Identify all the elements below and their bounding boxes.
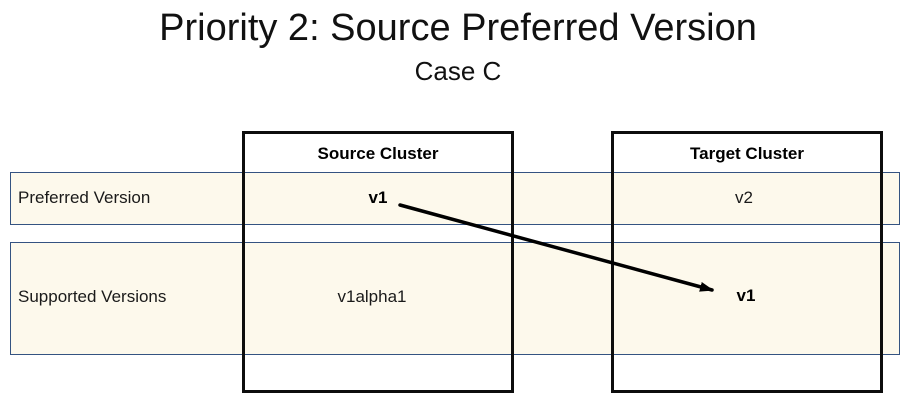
cell-source-supported-version: v1alpha1 bbox=[337, 287, 407, 306]
source-cluster-header: Source Cluster bbox=[317, 144, 439, 163]
cell-source-preferred-version: v1 bbox=[368, 188, 388, 207]
target-cluster-header: Target Cluster bbox=[690, 144, 804, 163]
page-subtitle: Case C bbox=[414, 56, 502, 86]
cell-target-supported-version: v1 bbox=[736, 286, 756, 305]
cell-target-preferred-version: v2 bbox=[735, 188, 753, 207]
source-cluster-box: Source Cluster bbox=[242, 131, 514, 393]
target-cluster-box: Target Cluster bbox=[611, 131, 883, 393]
row-label-supported-versions: Supported Versions bbox=[18, 287, 167, 306]
row-label-preferred-version: Preferred Version bbox=[18, 188, 151, 207]
page-title: Priority 2: Source Preferred Version bbox=[159, 7, 757, 49]
